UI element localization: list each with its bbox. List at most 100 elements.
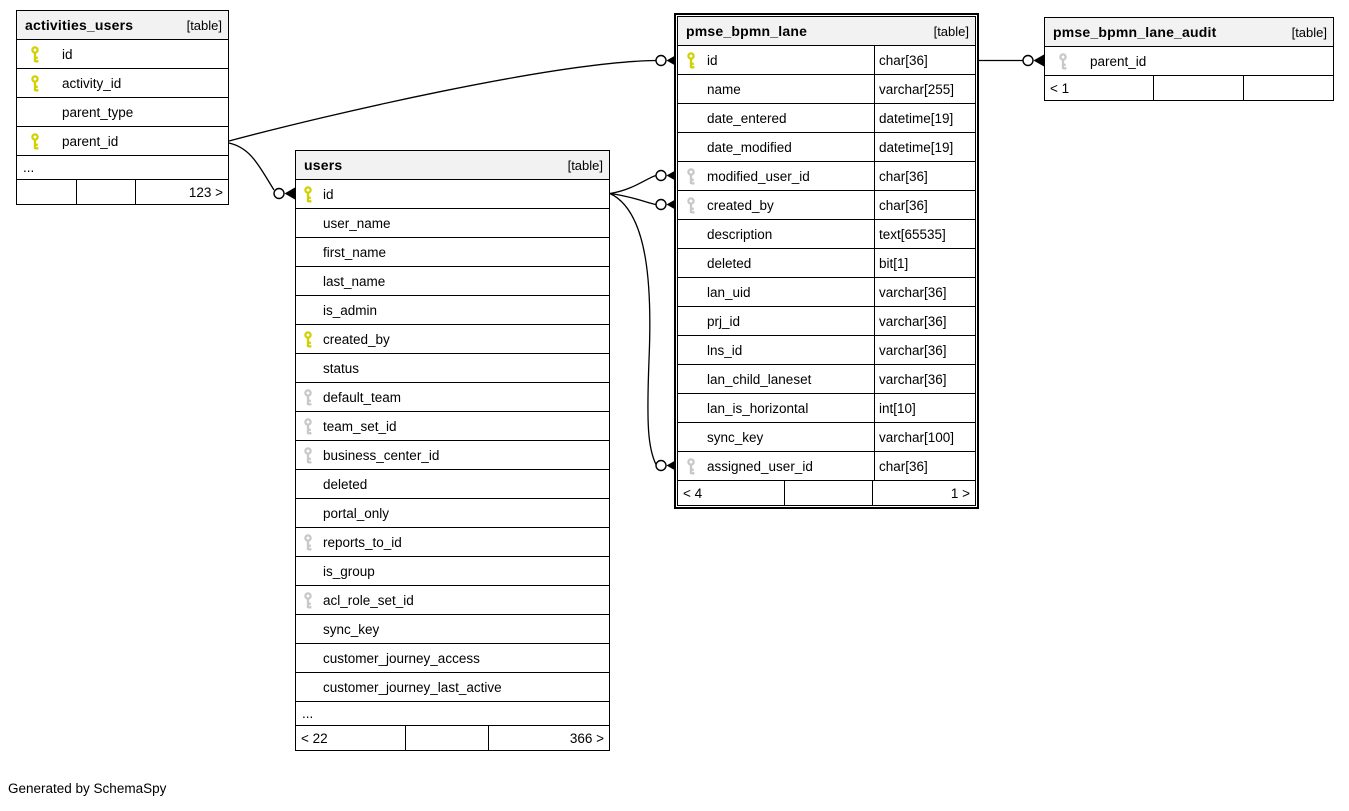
column-name: customer_journey_last_active: [323, 679, 502, 695]
column-name: is_group: [323, 563, 375, 579]
foreign-key-icon: [687, 196, 695, 213]
column-name: date_modified: [707, 139, 792, 155]
column-row-lan_uid: lan_uid varchar[36]: [678, 278, 975, 307]
table-name: users: [304, 157, 343, 173]
column-name: lan_is_horizontal: [707, 400, 809, 416]
foreign-key-icon: [304, 591, 312, 608]
column-row-acl_role_set_id: acl_role_set_id: [296, 586, 609, 615]
table-type-badge: [table]: [186, 17, 222, 33]
column-list: parent_id: [1045, 47, 1333, 76]
footer-cell-right: 1 >: [950, 485, 970, 501]
footer-cell-right: 123 >: [188, 184, 223, 200]
column-name: parent_type: [62, 104, 134, 120]
column-name: reports_to_id: [323, 534, 402, 550]
column-name: default_team: [323, 389, 402, 405]
column-name: description: [707, 226, 773, 242]
column-type: varchar[36]: [874, 336, 975, 364]
generator-credit: Generated by SchemaSpy: [8, 781, 167, 796]
key-cell: [296, 446, 323, 464]
footer-cell-left: < 22: [296, 726, 406, 750]
column-type: text[65535]: [874, 220, 975, 248]
foreign-key-icon: [304, 533, 312, 550]
column-row-customer_journey_last_active: customer_journey_last_active: [296, 673, 609, 702]
column-name: modified_user_id: [707, 168, 810, 184]
table-header[interactable]: pmse_bpmn_lane [table]: [678, 17, 975, 46]
key-cell: [296, 533, 323, 551]
table-header[interactable]: users [table]: [296, 151, 609, 180]
truncated-columns-indicator: ...: [17, 156, 228, 180]
table-name: pmse_bpmn_lane_audit: [1053, 24, 1217, 40]
rel-activities_users-parent_id-to-pmse_bpmn_lane-id: [228, 54, 677, 142]
footer-cell-left: < 1: [1045, 76, 1154, 100]
column-type: bit[1]: [874, 249, 975, 277]
column-name: last_name: [323, 273, 386, 289]
table-header[interactable]: activities_users [table]: [17, 11, 228, 40]
column-name: created_by: [323, 331, 390, 347]
key-cell: [296, 591, 323, 609]
column-type: varchar[36]: [874, 365, 975, 393]
column-name: sync_key: [323, 621, 380, 637]
column-row-parent_id: parent_id: [1045, 47, 1333, 76]
column-name: assigned_user_id: [707, 458, 813, 474]
column-row-reports_to_id: reports_to_id: [296, 528, 609, 557]
footer-cell-middle: [785, 481, 873, 505]
column-name: prj_id: [707, 313, 741, 329]
column-name: acl_role_set_id: [323, 592, 414, 608]
column-type: varchar[36]: [874, 307, 975, 335]
key-cell: [296, 388, 323, 406]
column-name: lan_uid: [707, 284, 751, 300]
rel-pmse_bpmn_lane-id-to-pmse_bpmn_lane_audit-parent_id: [976, 54, 1044, 67]
foreign-key-icon: [687, 457, 695, 474]
table-header[interactable]: pmse_bpmn_lane_audit [table]: [1045, 18, 1333, 47]
column-name: customer_journey_access: [323, 650, 480, 666]
table-name: activities_users: [25, 17, 134, 33]
column-name: team_set_id: [323, 418, 397, 434]
column-row-prj_id: prj_id varchar[36]: [678, 307, 975, 336]
rel-users-id-to-pmse_bpmn_lane-assigned_user_id: [609, 192, 677, 472]
column-row-user_name: user_name: [296, 209, 609, 238]
table-footer: 123 >: [17, 180, 228, 204]
column-name: date_entered: [707, 110, 787, 126]
column-name: parent_id: [62, 133, 119, 149]
column-row-created_by: created_by: [296, 325, 609, 354]
column-row-business_center_id: business_center_id: [296, 441, 609, 470]
footer-cell-right: 366 >: [569, 730, 604, 746]
column-name: deleted: [707, 255, 752, 271]
table-pmse_bpmn_lane_audit[interactable]: pmse_bpmn_lane_audit [table] parent_id <…: [1044, 17, 1334, 101]
column-row-first_name: first_name: [296, 238, 609, 267]
column-row-is_admin: is_admin: [296, 296, 609, 325]
column-name: sync_key: [707, 429, 764, 445]
truncated-columns-indicator: ...: [296, 702, 609, 726]
table-type-badge: [table]: [933, 23, 969, 39]
column-name: id: [62, 46, 73, 62]
key-cell: [678, 167, 707, 185]
rel-activities_users-parent_id-to-users-id: [228, 142, 295, 200]
foreign-key-icon: [304, 417, 312, 434]
column-type: char[36]: [874, 191, 975, 219]
footer-cell-middle: [406, 726, 489, 750]
foreign-key-icon: [687, 167, 695, 184]
key-cell: [296, 330, 323, 348]
column-name: id: [707, 52, 718, 68]
column-name: deleted: [323, 476, 368, 492]
key-cell: [1045, 52, 1090, 70]
column-row-last_name: last_name: [296, 267, 609, 296]
footer-cell-middle: [77, 180, 136, 204]
column-type: varchar[36]: [874, 278, 975, 306]
footer-cell-left: [17, 180, 77, 204]
footer-cell-right: [1244, 76, 1333, 100]
table-name: pmse_bpmn_lane: [686, 23, 808, 39]
key-cell: [678, 51, 707, 69]
table-type-badge: [table]: [567, 157, 603, 173]
